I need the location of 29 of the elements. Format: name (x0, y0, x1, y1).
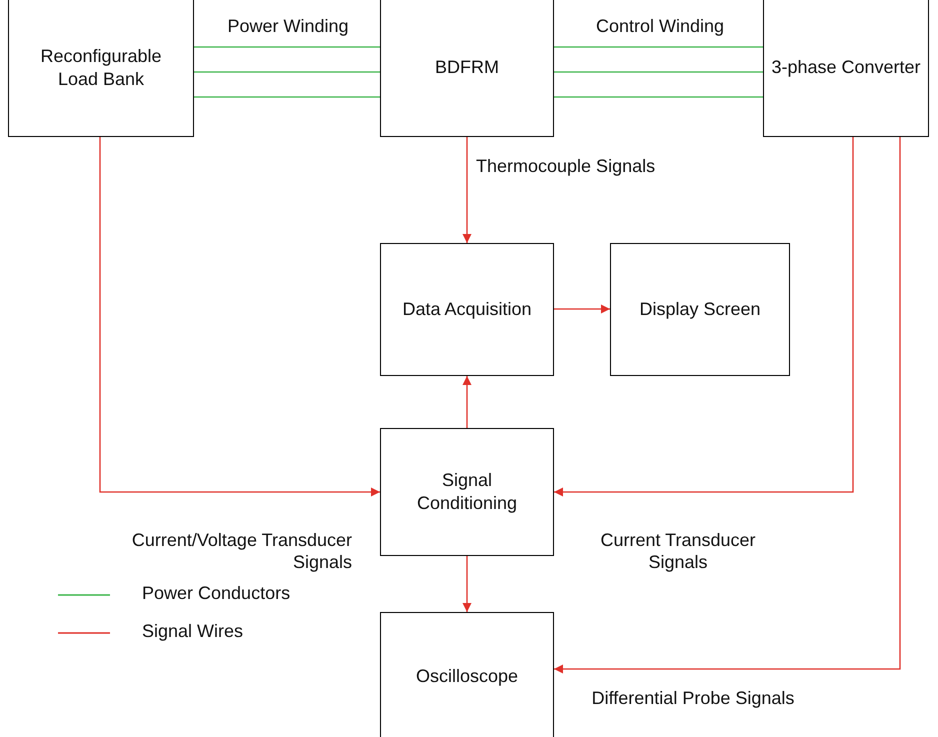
conductor-line (194, 46, 380, 48)
conductor-line (554, 46, 763, 48)
box-label: Oscilloscope (416, 665, 518, 688)
box-label: 3-phase Converter (771, 56, 921, 80)
conductor-line (194, 71, 380, 73)
process-box (380, 612, 554, 737)
conductor-line (554, 96, 763, 98)
arrow (462, 556, 472, 612)
process-box (380, 428, 554, 556)
box-label: Data Acquisition (402, 298, 532, 321)
box-label: Signal Conditioning (416, 468, 518, 515)
process-box (8, 0, 194, 137)
conductor-line (554, 71, 763, 73)
arrow (462, 376, 472, 428)
box-label: Display Screen (639, 298, 761, 321)
legend-label: Power Conductors (142, 583, 290, 604)
arrow (554, 304, 610, 314)
arrow (554, 137, 901, 674)
arrow (554, 137, 854, 496)
conductor-line (194, 96, 380, 98)
arrow (462, 137, 472, 243)
legend-label: Signal Wires (142, 621, 244, 642)
process-box (610, 243, 790, 376)
box-label: Reconfigurable Load Bank (39, 44, 163, 91)
process-box (763, 0, 929, 137)
process-box (380, 243, 554, 376)
box-label: BDFRM (435, 56, 499, 80)
arrow (99, 137, 380, 496)
process-box (380, 0, 554, 137)
